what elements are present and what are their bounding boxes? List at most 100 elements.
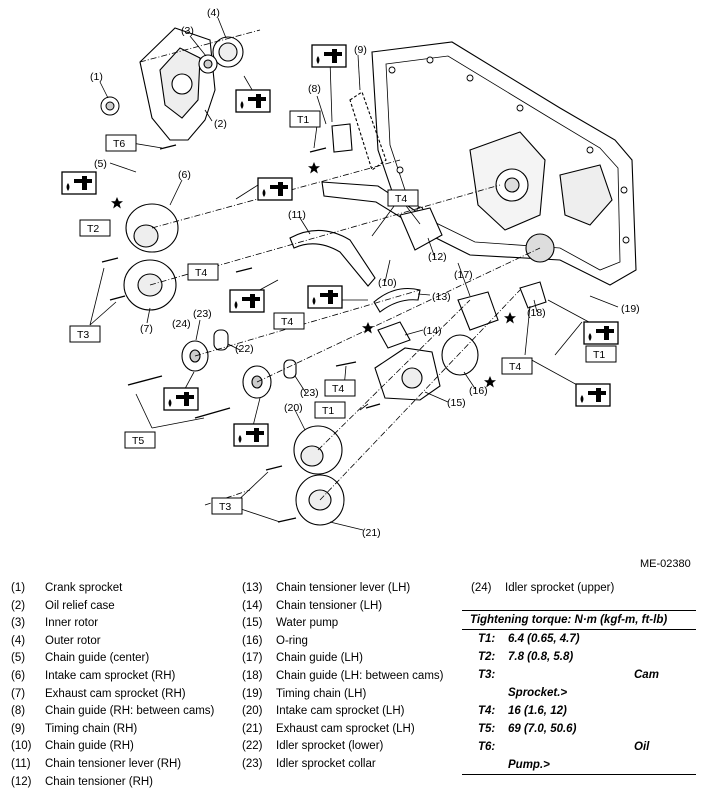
torque-tag-t3a: T3: [77, 329, 89, 341]
legend-number: (21): [242, 722, 263, 735]
legend-item: (23) Idler sprocket collar: [242, 756, 443, 774]
callout-15: (15): [447, 397, 466, 409]
torque-tag-t5: T5: [132, 435, 144, 447]
legend-number: (24): [471, 582, 492, 594]
legend-text: Exhaust cam sprocket (RH): [45, 687, 186, 700]
legend-number: (18): [242, 669, 263, 682]
callout-14: (14): [423, 325, 442, 337]
torque-row: T3: Cam: [462, 666, 696, 684]
legend-text: Chain tensioner lever (RH): [45, 757, 182, 770]
legend-text: Chain guide (RH): [45, 740, 134, 753]
torque-tag-t4c: T4: [281, 316, 293, 328]
callout-18: (18): [527, 307, 546, 319]
callout-1: (1): [90, 71, 103, 83]
legend-number: (6): [11, 669, 26, 682]
legend-column-3: (24) Idler sprocket (upper): [471, 580, 614, 598]
legend-number: (4): [11, 634, 26, 647]
legend-item: (5) Chain guide (center): [11, 650, 214, 668]
torque-title: Tightening torque: N·m (kgf-m, ft-lb): [470, 614, 668, 626]
callout-17: (17): [454, 269, 473, 281]
torque-tag-t6: T6: [113, 138, 125, 150]
legend-number: (2): [11, 599, 26, 612]
legend-number: (19): [242, 687, 263, 700]
torque-row: T6:Oil: [462, 738, 696, 756]
legend-number: (20): [242, 705, 263, 718]
torque-tag-t2: T2: [87, 223, 99, 235]
callout-labels: (1) (2) (3) (4) (5) (6) (7) (8) (9) (10)…: [90, 7, 640, 539]
legend-column-2: (13)Chain tensioner lever (LH)(14)Chain …: [242, 580, 443, 774]
torque-tag-t4e: T4: [509, 361, 521, 373]
legend-text: Chain guide (RH: between cams): [45, 705, 215, 718]
legend-item: (9)Timing chain (RH): [11, 721, 214, 739]
torque-value: Oil: [634, 741, 650, 753]
callout-5: (5): [94, 158, 107, 170]
callout-22: (22): [235, 343, 254, 355]
callout-6: (6): [178, 169, 191, 181]
callout-23b: (23): [300, 387, 319, 399]
legend-number: (14): [242, 599, 263, 612]
torque-value: Cam: [634, 669, 659, 681]
legend-text: Chain guide (center): [45, 652, 150, 665]
legend-text: Chain tensioner (LH): [276, 599, 383, 612]
callout-23a: (23): [193, 308, 212, 320]
legend-column-1: (1)Crank sprocket(2) Oil relief case (3)In…: [11, 580, 214, 791]
legend-number: (10): [11, 740, 32, 753]
torque-row: T5:69 (7.0, 50.6): [462, 720, 696, 738]
legend-number: (15): [242, 617, 263, 630]
legend-text: Chain guide (LH: between cams): [276, 669, 444, 682]
legend-item: (3)Inner rotor: [11, 615, 214, 633]
legend-text: Idler sprocket collar: [276, 757, 376, 770]
legend-item: (14) Chain tensioner (LH): [242, 598, 443, 616]
legend-number: (5): [11, 652, 26, 665]
legend-text: Water pump: [276, 617, 339, 630]
legend-item: (1)Crank sprocket: [11, 580, 214, 598]
torque-tag-t4a: T4: [395, 193, 407, 205]
legend-text: Timing chain (RH): [45, 722, 138, 735]
exploded-diagram: (1) (2) (3) (4) (5) (6) (7) (8) (9) (10)…: [61, 7, 640, 539]
callout-24: (24): [172, 318, 191, 330]
legend-number: (8): [11, 705, 26, 718]
callout-3: (3): [181, 25, 194, 37]
legend-item: (18) Chain guide (LH: between cams): [242, 668, 443, 686]
torque-value: 16 (1.6, 12): [508, 705, 567, 717]
legend-item: (17)Chain guide (LH): [242, 650, 443, 668]
legend-item: (8) Chain guide (RH: between cams): [11, 703, 214, 721]
legend-text: Inner rotor: [45, 617, 99, 630]
torque-key: T3:: [478, 669, 496, 681]
bolts: [101, 144, 381, 523]
callout-19: (19): [621, 303, 640, 315]
torque-value: 7.8 (0.8, 5.8): [508, 651, 574, 663]
engine-front-cover: [371, 41, 637, 286]
torque-row: T1:6.4 (0.65, 4.7): [462, 630, 696, 648]
cam-sprockets-lh: [293, 425, 345, 526]
legend-text: Idler sprocket (lower): [276, 740, 384, 753]
torque-tag-t3b: T3: [219, 501, 231, 513]
legend-text: Oil relief case: [45, 599, 115, 612]
legend-text: Intake cam sprocket (LH): [276, 705, 405, 718]
callout-20: (20): [284, 402, 303, 414]
torque-key: T4:: [478, 705, 496, 717]
torque-tag-t4b: T4: [195, 267, 207, 279]
legend-text: O-ring: [276, 634, 308, 647]
legend-item: (22)Idler sprocket (lower): [242, 738, 443, 756]
callout-8: (8): [308, 83, 321, 95]
legend-text: Exhaust cam sprocket (LH): [276, 722, 415, 735]
callout-11: (11): [288, 209, 306, 221]
torque-key: T5:: [478, 723, 496, 735]
callout-2: (2): [214, 118, 227, 130]
torque-table: Tightening torque: N·m (kgf-m, ft-lb) T1…: [462, 610, 696, 775]
legend-number: (23): [242, 757, 263, 770]
legend-item: (4) Outer rotor: [11, 633, 214, 651]
torque-value: 6.4 (0.65, 4.7): [508, 633, 580, 645]
torque-tag-t1a: T1: [297, 114, 309, 126]
legend-text: Outer rotor: [45, 634, 101, 647]
idler-sprockets: [181, 329, 297, 399]
legend-text: Chain tensioner lever (LH): [276, 582, 411, 594]
torque-row: T2:7.8 (0.8, 5.8): [462, 648, 696, 666]
legend-text: Idler sprocket (upper): [505, 582, 615, 594]
callout-16: (16): [469, 385, 488, 397]
torque-tags: T1 T1 T1 T2 T3 T3 T4 T4 T4 T4 T4 T5 T6: [69, 110, 617, 515]
legend-number: (7): [11, 687, 26, 700]
callout-9: (9): [354, 44, 367, 56]
torque-tag-t4d: T4: [332, 383, 344, 395]
